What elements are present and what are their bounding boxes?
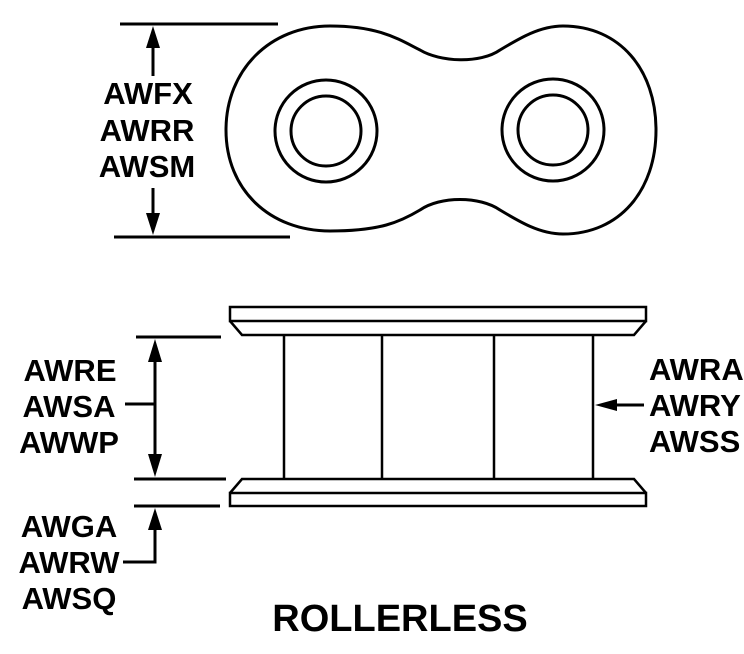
left-bushing-inner (289, 94, 363, 168)
link-plate-outline (224, 24, 658, 236)
bottom-plate-bevel (229, 477, 647, 494)
arrow-up-icon (148, 508, 162, 530)
label-awga: AWGA (21, 509, 117, 544)
arrow-down-icon (148, 454, 162, 477)
label-awfx: AWFX (103, 76, 193, 111)
label-awss: AWSS (649, 424, 740, 459)
right-bushing-outer (500, 77, 606, 183)
label-awre: AWRE (24, 353, 117, 388)
arrow-up-icon (148, 339, 162, 362)
left-bushing-outer (273, 78, 379, 184)
arrow-left-icon (595, 399, 617, 411)
label-awsm: AWSM (99, 149, 195, 184)
plate-thickness-leader (123, 526, 157, 564)
diagram-title: ROLLERLESS (272, 598, 527, 640)
label-awsq: AWSQ (22, 581, 117, 616)
right-bushing-inner (516, 93, 590, 167)
label-awrr: AWRR (100, 113, 195, 148)
top-plate-bevel (229, 320, 647, 337)
label-awry: AWRY (649, 388, 741, 423)
side-view: AWRE AWSA AWWP AWGA AWRW AWSQ AWRA AWRY … (18, 305, 744, 616)
label-awsa: AWSA (23, 389, 116, 424)
arrow-down-icon (146, 213, 160, 235)
label-awra: AWRA (649, 352, 744, 387)
label-awwp: AWWP (19, 425, 119, 460)
top-view: AWFX AWRR AWSM (99, 22, 658, 239)
label-awrw: AWRW (18, 545, 120, 580)
arrow-up-icon (146, 26, 160, 48)
bottom-plate (228, 491, 648, 508)
top-plate (228, 305, 648, 323)
